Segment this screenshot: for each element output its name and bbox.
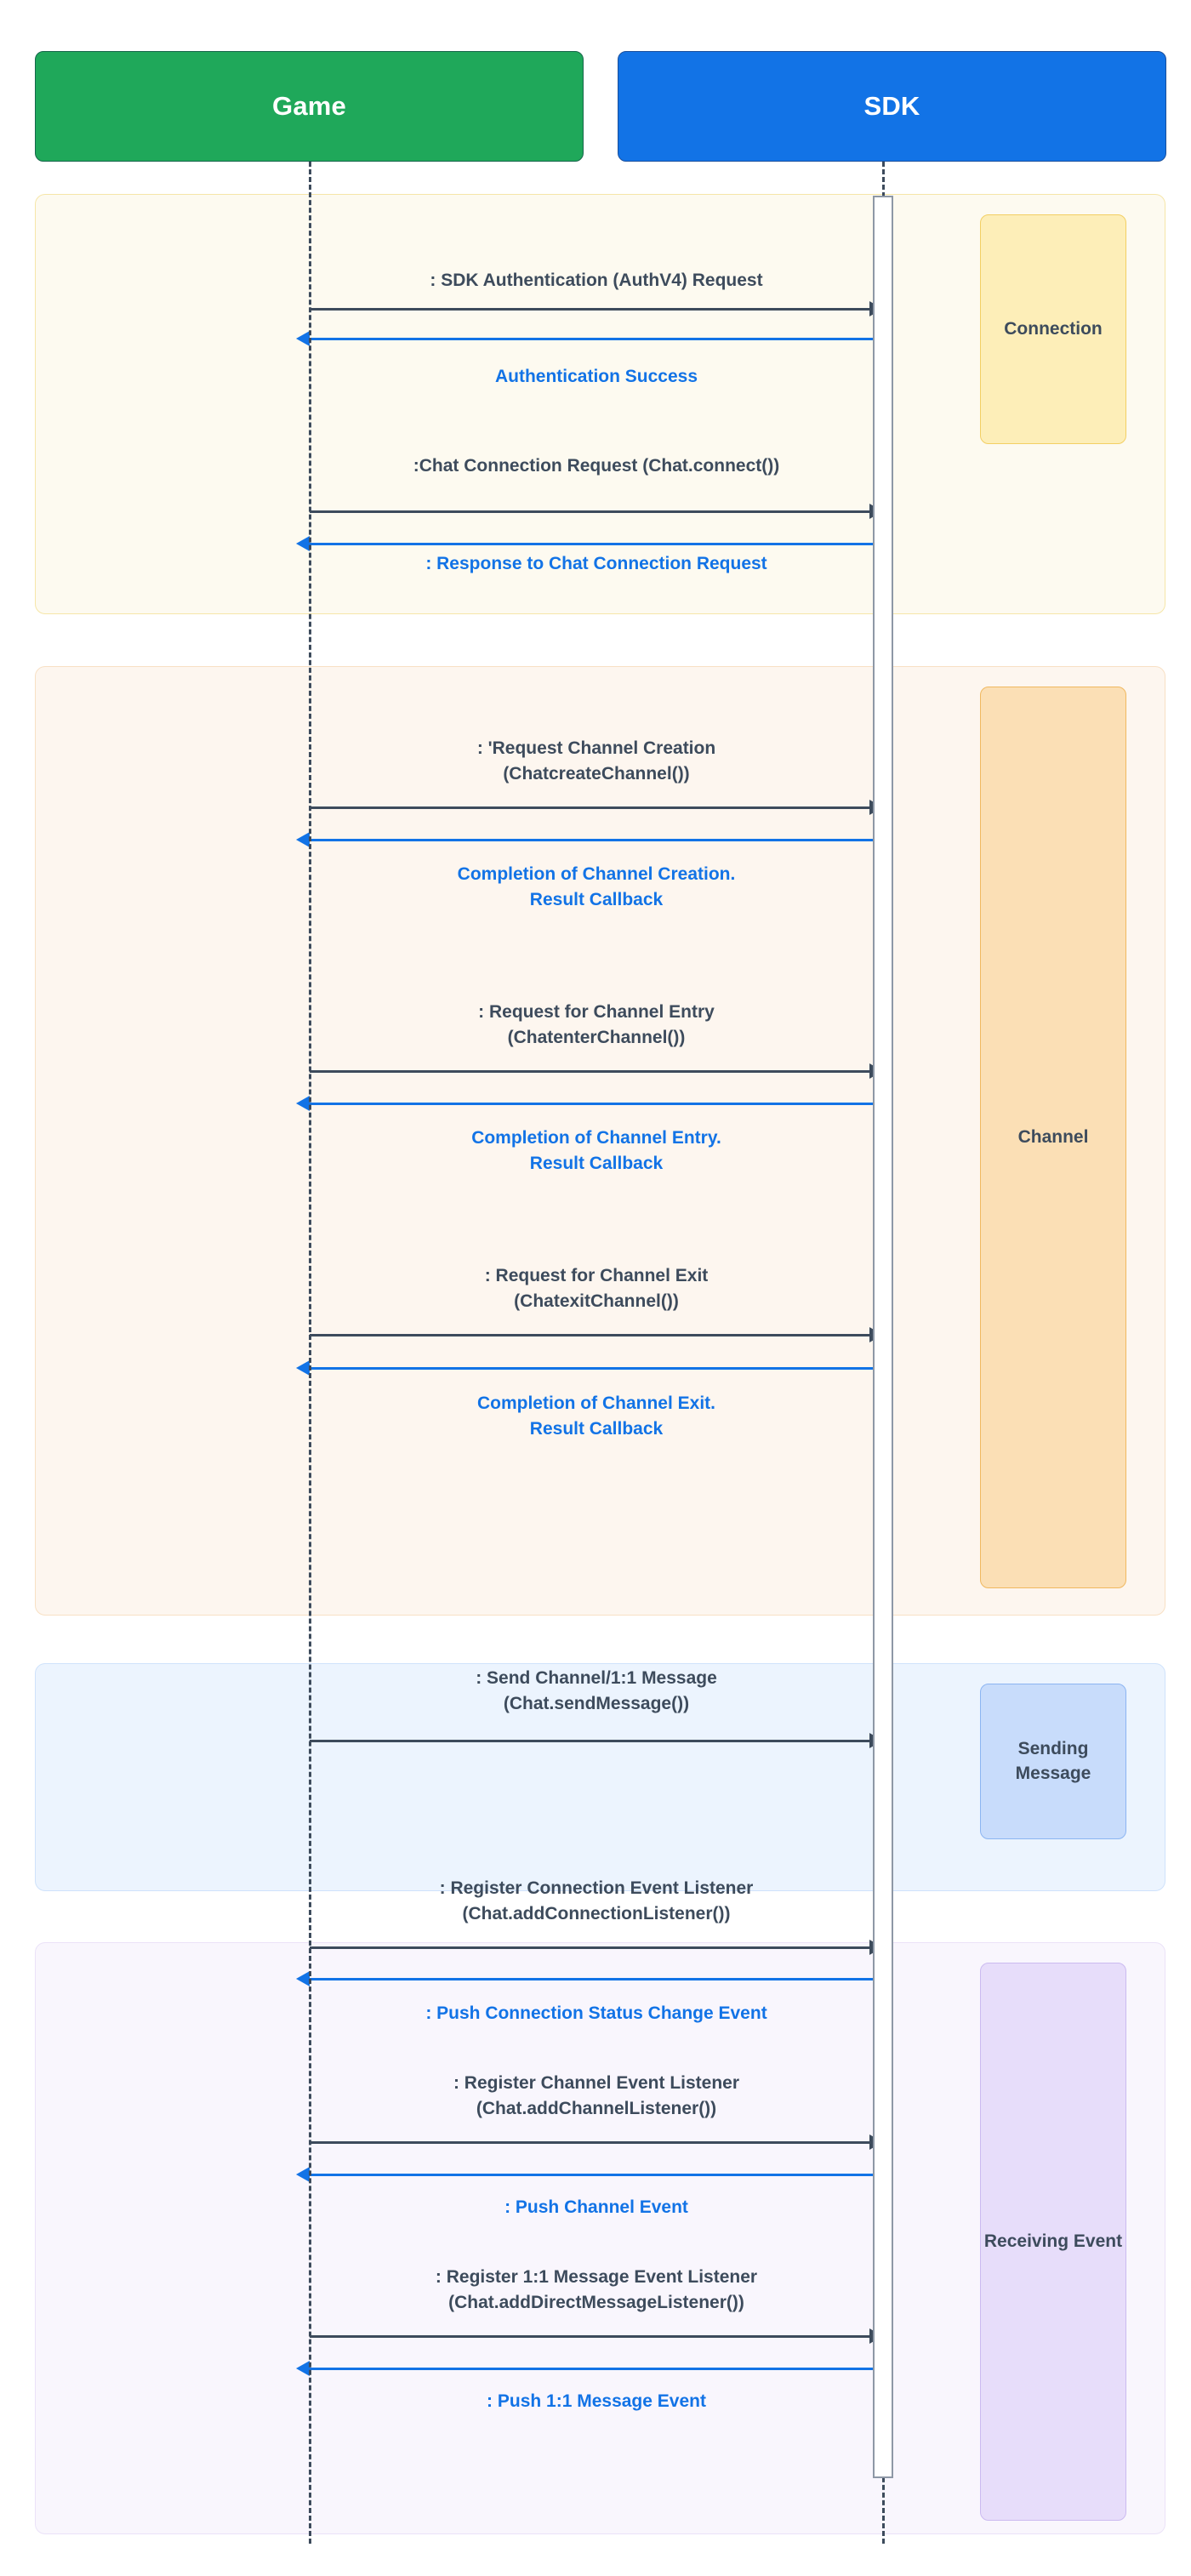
- message-label: : Push Connection Status Change Event: [310, 2001, 883, 2026]
- lifeline-game: [309, 162, 311, 2544]
- note-channel: Channel: [980, 687, 1126, 1588]
- arrowhead-left-icon: [296, 832, 310, 847]
- arrowhead-left-icon: [296, 2167, 310, 2182]
- message-label-line: : Push 1:1 Message Event: [487, 2391, 706, 2411]
- message-label: : Push 1:1 Message Event: [310, 2389, 883, 2414]
- message-label: Completion of Channel Entry. Result Callb…: [310, 1126, 883, 1177]
- message-label-line: : Register 1:1 Message Event Listener: [435, 2267, 758, 2287]
- message-label-line: (Chat.addConnectionListener()): [462, 1903, 731, 1923]
- message-arrow-line: [310, 1946, 883, 1949]
- message-label: : Send Channel/1:1 Message (Chat.sendMess…: [310, 1666, 883, 1717]
- note-connection: Connection: [980, 214, 1126, 444]
- message-label-line: : SDK Authentication (AuthV4) Request: [430, 271, 763, 290]
- message-label-line: : Register Connection Event Listener: [439, 1878, 754, 1898]
- message-arrow-line: [310, 806, 883, 809]
- message-label-line: Authentication Success: [494, 367, 698, 386]
- message-label: : 'Request Channel Creation (ChatcreateCh…: [310, 736, 883, 787]
- message-label: : SDK Authentication (AuthV4) Request: [310, 268, 883, 294]
- note-label-connection: Connection: [1004, 318, 1103, 339]
- arrowhead-left-icon: [296, 2361, 310, 2376]
- participant-box-sdk[interactable]: SDK: [618, 51, 1166, 162]
- message-arrow-line: [310, 338, 883, 340]
- section-receiving: [35, 1942, 1165, 2534]
- message-label-line: (Chat.addChannelListener()): [476, 2098, 717, 2118]
- message-arrow-line: [310, 1978, 883, 1980]
- arrowhead-left-icon: [296, 1971, 310, 1986]
- message-label-line: : Request for Channel Exit: [484, 1266, 709, 1285]
- message-label-line: : Push Connection Status Change Event: [425, 2003, 767, 2023]
- message-arrow-line: [310, 2141, 883, 2144]
- message-label-line: Completion of Channel Exit.: [476, 1393, 715, 1413]
- section-sending: [35, 1663, 1165, 1891]
- message-label-line: Result Callback: [529, 1418, 664, 1439]
- message-label: : Request for Channel Exit (ChatexitChann…: [310, 1263, 883, 1314]
- message-label-line: Completion of Channel Creation.: [457, 864, 736, 884]
- note-label-channel: Channel: [1017, 1126, 1089, 1147]
- message-label: : Register 1:1 Message Event Listener (Ch…: [310, 2265, 883, 2316]
- arrowhead-left-icon: [296, 331, 310, 346]
- message-arrow-line: [310, 839, 883, 841]
- note-sending: Sending Message: [980, 1684, 1126, 1839]
- message-arrow-line: [310, 2368, 883, 2370]
- message-label-line: (Chat.sendMessage()): [503, 1693, 690, 1713]
- message-arrow-line: [310, 510, 883, 513]
- message-label-line: (ChatexitChannel()): [514, 1291, 679, 1311]
- message-arrow-line: [310, 1740, 883, 1742]
- message-label-line: :Chat Connection Request (Chat.connect()…: [413, 456, 780, 476]
- message-label-line: : Send Channel/1:1 Message: [476, 1668, 717, 1688]
- participant-label-game: Game: [272, 91, 346, 121]
- message-label: : Register Channel Event Listener (Chat.a…: [310, 2071, 883, 2122]
- arrowhead-left-icon: [296, 536, 310, 551]
- note-receiving: Receiving Event: [980, 1963, 1126, 2521]
- message-label-line: : Push Channel Event: [504, 2197, 688, 2217]
- message-label: Completion of Channel Exit. Result Callba…: [310, 1391, 883, 1442]
- message-label: Authentication Success: [310, 364, 883, 390]
- message-arrow-line: [310, 2335, 883, 2338]
- arrowhead-left-icon: [296, 1096, 310, 1111]
- activation-bar-sdk: [873, 196, 893, 2478]
- message-arrow-line: [310, 1334, 883, 1336]
- message-label: : Response to Chat Connection Request: [310, 551, 883, 577]
- section-channel: [35, 666, 1165, 1616]
- message-label: Completion of Channel Creation. Result Ca…: [310, 862, 883, 913]
- message-label-line: : Request for Channel Entry: [478, 1002, 715, 1022]
- message-arrow-line: [310, 543, 883, 545]
- message-label-line: (ChatcreateChannel()): [503, 763, 690, 784]
- arrowhead-left-icon: [296, 1360, 310, 1376]
- message-label-line: Result Callback: [529, 889, 664, 909]
- message-label: : Request for Channel Entry (ChatenterCha…: [310, 1000, 883, 1051]
- message-label: : Push Channel Event: [310, 2195, 883, 2220]
- participant-box-game[interactable]: Game: [35, 51, 584, 162]
- message-arrow-line: [310, 308, 883, 311]
- message-label: : Register Connection Event Listener (Cha…: [310, 1876, 883, 1927]
- message-arrow-line: [310, 1070, 883, 1073]
- message-label-line: : Response to Chat Connection Request: [425, 554, 767, 573]
- message-label-line: (ChatenterChannel()): [507, 1027, 686, 1047]
- message-label-line: : 'Request Channel Creation: [476, 738, 716, 758]
- message-label-line: Completion of Channel Entry.: [471, 1128, 721, 1148]
- message-label-line: (Chat.addDirectMessageListener()): [448, 2292, 744, 2312]
- note-label-sending: Sending Message: [1015, 1739, 1091, 1783]
- message-label: :Chat Connection Request (Chat.connect()…: [310, 453, 883, 479]
- message-arrow-line: [310, 1103, 883, 1105]
- participant-label-sdk: SDK: [863, 91, 920, 121]
- note-label-receiving: Receiving Event: [983, 2231, 1123, 2251]
- message-arrow-line: [310, 1367, 883, 1370]
- message-arrow-line: [310, 2174, 883, 2176]
- message-label-line: : Register Channel Event Listener: [453, 2073, 740, 2093]
- message-label-line: Result Callback: [529, 1153, 664, 1173]
